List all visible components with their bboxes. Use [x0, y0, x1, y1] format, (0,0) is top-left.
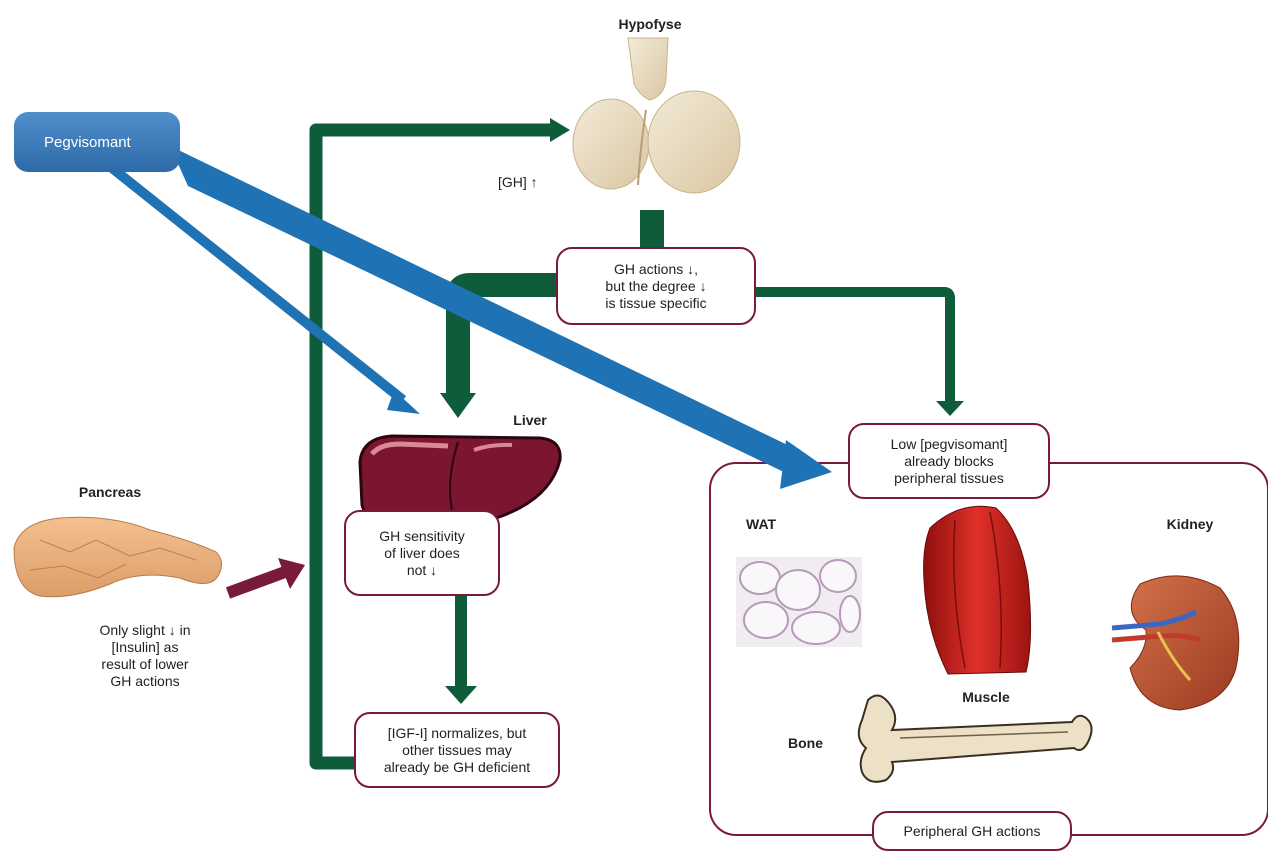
gh-actions-box: GH actions ↓, but the degree ↓ is tissue…	[556, 247, 756, 325]
low-pegvisomant-box: Low [pegvisomant] already blocks periphe…	[848, 423, 1050, 499]
liver-sensitivity-box: GH sensitivity of liver does not ↓	[344, 510, 500, 596]
wat-label: WAT	[746, 516, 806, 533]
pancreas-arrow	[228, 558, 305, 593]
pegvisomant-node: Pegvisomant	[14, 112, 180, 172]
hypofyse-label: Hypofyse	[600, 16, 700, 33]
bone-label: Bone	[788, 735, 848, 752]
liver-to-igf-arrow	[445, 596, 477, 704]
hypofyse-to-gh-actions-arrow	[640, 210, 664, 248]
wat-image	[736, 557, 862, 647]
igf-box: [IGF-I] normalizes, but other tissues ma…	[354, 712, 560, 788]
gh-actions-to-peripheral-arrow	[756, 292, 964, 416]
bone-image	[859, 695, 1092, 781]
kidney-label: Kidney	[1150, 516, 1230, 533]
pancreas-label: Pancreas	[60, 484, 160, 501]
pancreas-note: Only slight ↓ in [Insulin] as result of …	[70, 622, 220, 690]
peripheral-gh-actions-box: Peripheral GH actions	[872, 811, 1072, 851]
hypofyse-image	[573, 38, 740, 193]
muscle-image	[924, 506, 1031, 674]
liver-label: Liver	[490, 412, 570, 429]
muscle-label: Muscle	[946, 689, 1026, 706]
gh-level-label: [GH] ↑	[498, 174, 578, 191]
pancreas-image	[14, 517, 222, 597]
kidney-image	[1112, 576, 1239, 710]
